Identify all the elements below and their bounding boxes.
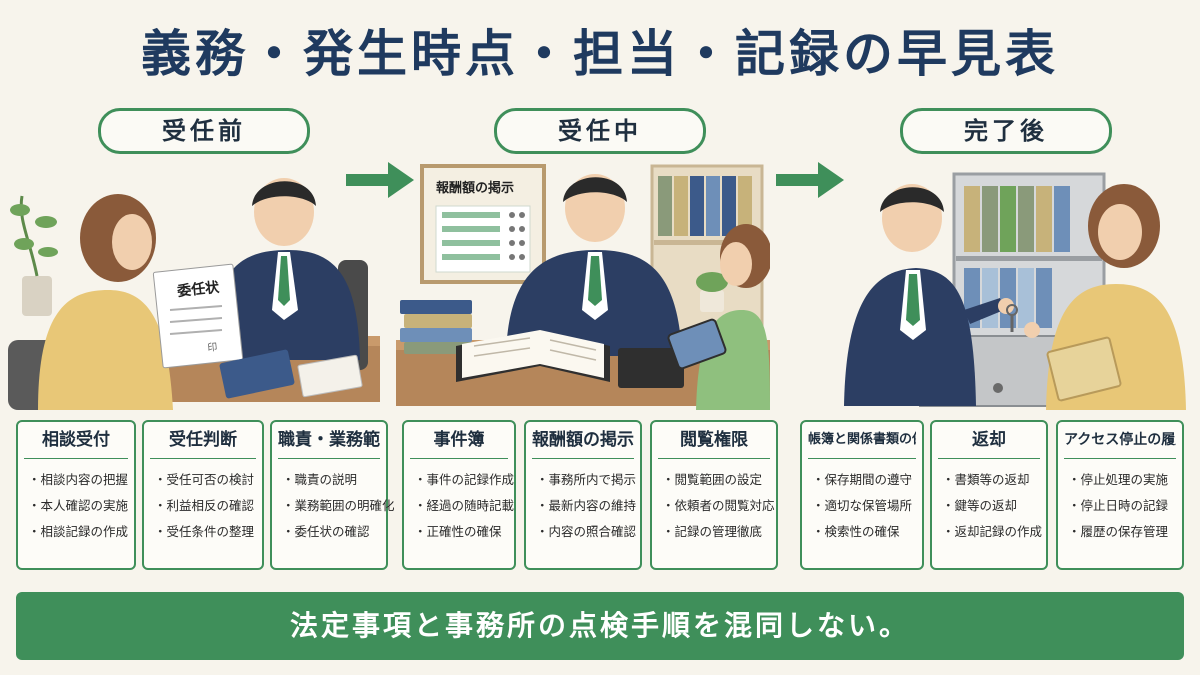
card-title: 閲覧権限 [680,430,748,450]
card-access-rights: 閲覧権限 閲覧範囲の設定 依頼者の閲覧対応 記録の管理徹底 [650,420,778,570]
consultation-scene: 委任状 印 [8,178,380,410]
assistant-figure [667,224,770,410]
card-title: 帳簿と関係書類の保存 [808,432,916,447]
card-title: 受任判断 [169,430,237,450]
open-casebook [456,330,610,382]
card-item: 適切な保管場所 [812,493,916,519]
card-divider [808,458,916,459]
card-acceptance-decision: 受任判断 受任可否の検討 利益相反の確認 受任条件の整理 [142,420,264,570]
card-title: アクセス停止の履歴 [1064,432,1176,448]
card-title: 返却 [972,430,1006,450]
card-access-suspension-log: アクセス停止の履歴 停止処理の実施 停止日時の記録 履歴の保存管理 [1056,420,1184,570]
card-duties-scope: 職責・業務範囲 職責の説明 業務範囲の明確化 委任状の確認 [270,420,395,570]
card-records-retention: 帳簿と関係書類の保存 保存期間の遵守 適切な保管場所 検索性の確保 [800,420,924,570]
power-of-attorney-document [152,263,244,369]
card-item: 委任状の確認 [282,519,380,545]
card-item: 相談内容の把握 [28,467,129,493]
card-case-book: 事件簿 事件の記録作成 経過の随時記載 正確性の確保 [402,420,516,570]
card-item: 検索性の確保 [812,519,916,545]
card-item: 閲覧範囲の設定 [662,467,770,493]
client-figure [1024,184,1186,410]
card-title: 報酬額の掲示 [532,430,634,450]
card-divider [24,458,128,459]
card-item: 職責の説明 [282,467,380,493]
flow-arrow-icon [776,162,844,198]
card-divider [658,458,770,459]
phase-label-after: 完了後 [900,108,1112,154]
footer-banner: 法定事項と事務所の点検手順を混同しない。 [16,592,1184,660]
document-title-text: 委任状 [175,279,221,301]
lawyer-figure [208,178,368,370]
key-icon [1006,304,1018,332]
card-item: 鍵等の返却 [942,493,1040,519]
lawyer-figure [506,174,682,356]
page-title: 義務・発生時点・担当・記録の早見表 [141,25,1059,83]
card-consultation-intake: 相談受付 相談内容の把握 本人確認の実施 相談記録の作成 [16,420,136,570]
return-scene [844,172,1186,410]
card-item: 保存期間の遵守 [812,467,916,493]
card-divider [278,458,380,459]
card-item: 受任条件の整理 [154,519,256,545]
card-title: 事件簿 [433,430,485,450]
notice-title-text: 報酬額の掲示 [436,180,514,196]
card-item: 履歴の保存管理 [1068,519,1176,545]
phase-label-before: 受任前 [98,108,310,154]
card-item: 書類等の返却 [942,467,1040,493]
document-signature-text: 印 [207,341,218,354]
card-item: 停止日時の記録 [1068,493,1176,519]
card-item: 相談記録の作成 [28,519,129,545]
card-item: 停止処理の実施 [1068,467,1176,493]
card-item: 業務範囲の明確化 [282,493,395,519]
client-figure [8,194,173,410]
card-item: 事件の記録作成 [414,467,515,493]
phase-label-during: 受任中 [494,108,706,154]
card-divider [150,458,256,459]
flow-arrow-icon [346,162,414,198]
card-item: 事務所内で掲示 [536,467,637,493]
card-title: 職責・業務範囲 [278,430,380,450]
card-divider [410,458,508,459]
card-item: 最新内容の維持 [536,493,637,519]
card-item: 依頼者の閲覧対応 [662,493,775,519]
fee-notice-board [420,164,546,284]
lawyer-figure [844,184,1014,406]
card-item: 受任可否の検討 [154,467,256,493]
card-fee-notice: 報酬額の掲示 事務所内で掲示 最新内容の維持 内容の照合確認 [524,420,642,570]
card-item: 内容の照合確認 [536,519,637,545]
casebook-scene: 報酬額の掲示 [396,164,770,410]
card-title: 相談受付 [42,430,110,450]
plant-icon [10,195,58,316]
card-return: 返却 書類等の返却 鍵等の返却 返却記録の作成 [930,420,1048,570]
card-item: 返却記録の作成 [942,519,1043,545]
card-item: 利益相反の確認 [154,493,256,519]
card-item: 本人確認の実施 [28,493,129,519]
card-item: 正確性の確保 [414,519,508,545]
storage-cabinet [919,172,1121,407]
card-divider [532,458,634,459]
card-divider [1064,458,1176,459]
card-item: 記録の管理徹底 [662,519,770,545]
card-item: 経過の随時記載 [414,493,515,519]
card-divider [938,458,1040,459]
